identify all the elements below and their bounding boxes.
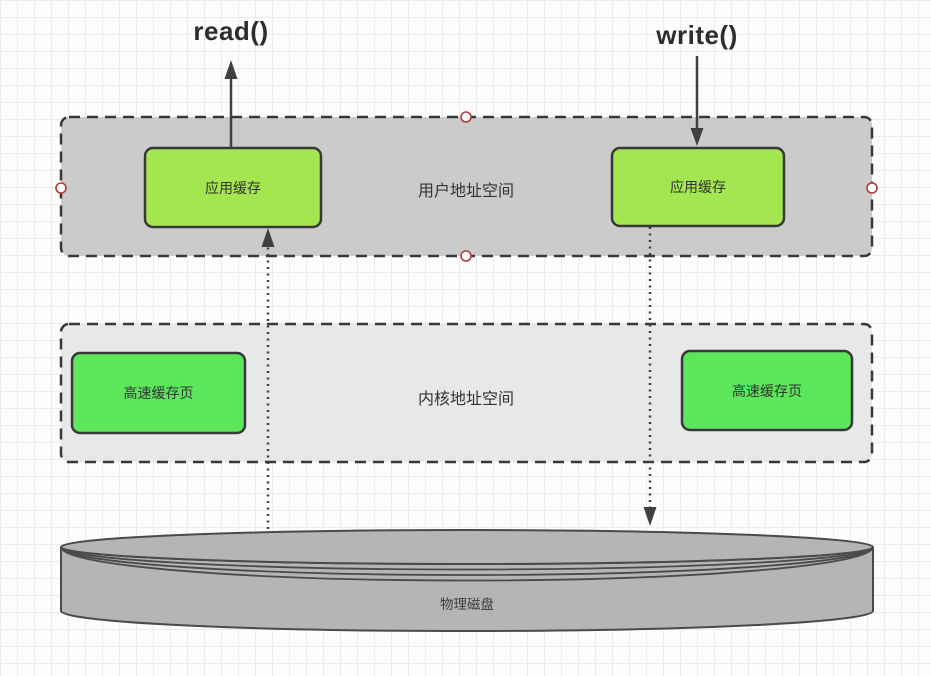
page-cache-box-right[interactable]	[680, 349, 854, 432]
disk-platter-line	[60, 546, 874, 571]
page-cache-box-left[interactable]	[70, 351, 247, 435]
connection-handle-top[interactable]	[460, 111, 472, 123]
app-cache-box-left[interactable]	[143, 146, 323, 229]
read-data-flow-dotted-arrow[interactable]	[261, 228, 275, 529]
write-data-flow-dotted-arrow[interactable]	[643, 227, 657, 526]
connection-handle-right[interactable]	[866, 182, 878, 194]
app-cache-box-right[interactable]	[610, 146, 786, 228]
write-arrow-down-head	[690, 128, 704, 146]
disk-platter-line	[60, 546, 874, 582]
disk-top-ellipse[interactable]	[60, 529, 874, 565]
physical-disk-cylinder[interactable]	[60, 529, 874, 632]
read-syscall-arrow[interactable]	[224, 60, 238, 148]
write-flow-down-head	[643, 507, 657, 526]
read-arrow-up-head	[224, 60, 238, 79]
disk-platter-line	[60, 546, 874, 576]
connection-handle-bottom[interactable]	[460, 250, 472, 262]
read-flow-up-head	[261, 228, 275, 247]
kernel-address-space-container[interactable]	[59, 322, 874, 464]
write-syscall-arrow[interactable]	[690, 56, 704, 146]
connection-handle-left[interactable]	[55, 182, 67, 194]
